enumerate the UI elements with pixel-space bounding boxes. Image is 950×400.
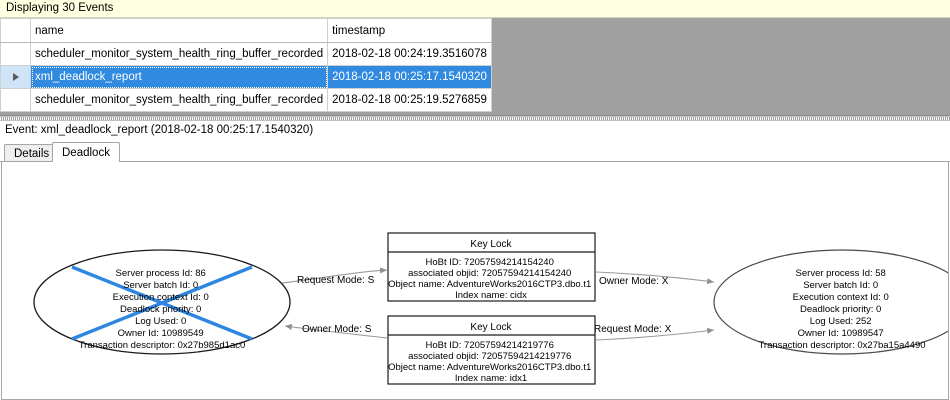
resource-node-bottom[interactable]: Key Lock HoBt ID: 72057594214219776 asso… <box>387 315 596 385</box>
events-grid-panel[interactable]: name timestamp scheduler_monitor_system_… <box>0 18 950 116</box>
top-res-line-0: HoBt ID: 72057594214154240 <box>426 257 554 268</box>
cell-timestamp[interactable]: 2018-02-18 00:24:19.3516078 <box>327 42 492 66</box>
process-node-left-text: Server process Id: 86 Server batch Id: 0… <box>79 268 246 351</box>
grid-header-row: name timestamp <box>0 18 492 43</box>
bottom-res-line-0: HoBt ID: 72057594214219776 <box>426 340 554 351</box>
left-line-1: Server batch Id: 0 <box>123 280 198 291</box>
row-selector-cell[interactable] <box>0 42 31 66</box>
top-res-line-3: Index name: cidx <box>455 290 527 301</box>
process-node-left[interactable]: Server process Id: 86 Server batch Id: 0… <box>33 249 291 355</box>
left-line-0: Server process Id: 86 <box>116 268 206 279</box>
table-row-selected[interactable]: xml_deadlock_report 2018-02-18 00:25:17.… <box>0 65 492 89</box>
cell-timestamp[interactable]: 2018-02-18 00:25:17.1540320 <box>327 65 492 89</box>
edge-top-owner-right: Owner Mode: X <box>595 271 715 287</box>
cell-name[interactable]: xml_deadlock_report <box>29 65 329 89</box>
event-header: Event: xml_deadlock_report (2018-02-18 0… <box>0 122 950 140</box>
process-node-right[interactable]: Server process Id: 58 Server batch Id: 0… <box>713 249 949 355</box>
left-line-6: Transaction descriptor: 0x27b985d1ac0 <box>79 340 246 351</box>
resource-node-top[interactable]: Key Lock HoBt ID: 72057594214154240 asso… <box>387 232 596 302</box>
events-grid[interactable]: name timestamp scheduler_monitor_system_… <box>0 18 492 112</box>
right-line-2: Execution context Id: 0 <box>793 292 889 303</box>
process-node-right-text: Server process Id: 58 Server batch Id: 0… <box>758 268 925 351</box>
edge-label-right-request-bottom: Request Mode: X <box>594 324 672 335</box>
edge-left-request-top: Request Mode: S <box>273 267 388 286</box>
resource-top-header: Key Lock <box>470 239 512 250</box>
resource-top-text: HoBt ID: 72057594214154240 associated ob… <box>388 257 594 301</box>
right-line-3: Deadlock priority: 0 <box>800 304 881 315</box>
edge-right-request-bottom: Request Mode: X <box>594 324 715 341</box>
row-selector-cell[interactable] <box>0 88 31 112</box>
bottom-res-line-2: Object name: AdventureWorks2016CTP3.dbo.… <box>388 362 591 373</box>
displaying-events-label: Displaying 30 Events <box>6 2 114 14</box>
table-row[interactable]: scheduler_monitor_system_health_ring_buf… <box>0 42 492 66</box>
right-line-0: Server process Id: 58 <box>796 268 886 279</box>
right-line-4: Log Used: 252 <box>810 316 872 327</box>
deadlock-graph-svg: Request Mode: S Owner Mode: X Owner Mode… <box>33 232 949 385</box>
current-row-arrow-icon <box>12 72 19 81</box>
horizontal-splitter[interactable] <box>0 116 950 121</box>
tab-strip[interactable]: Details Deadlock <box>0 142 950 162</box>
edge-bottom-owner-left: Owner Mode: S <box>284 323 388 339</box>
right-line-6: Transaction descriptor: 0x27ba15a4490 <box>758 340 925 351</box>
row-selector-cell-current[interactable] <box>0 65 31 89</box>
event-title-label: Event: xml_deadlock_report (2018-02-18 0… <box>5 124 314 136</box>
edge-label-bottom-owner-left: Owner Mode: S <box>302 324 372 335</box>
edge-label-top-owner-right: Owner Mode: X <box>599 276 669 287</box>
cell-name[interactable]: scheduler_monitor_system_health_ring_buf… <box>29 42 329 66</box>
left-line-5: Owner Id: 10989549 <box>118 328 204 339</box>
top-res-line-2: Object name: AdventureWorks2016CTP3.dbo.… <box>388 279 591 290</box>
edge-label-left-request-top: Request Mode: S <box>297 275 375 286</box>
table-row[interactable]: scheduler_monitor_system_health_ring_buf… <box>0 88 492 112</box>
left-line-3: Deadlock priority: 0 <box>120 304 201 315</box>
status-bar: Displaying 30 Events <box>0 0 950 18</box>
left-line-4: Log Used: 0 <box>135 316 186 327</box>
tab-strip-underline <box>0 161 950 162</box>
right-line-5: Owner Id: 10989547 <box>798 328 884 339</box>
left-line-2: Execution context Id: 0 <box>113 292 209 303</box>
tab-deadlock[interactable]: Deadlock <box>52 142 120 162</box>
deadlock-graph-canvas[interactable]: Request Mode: S Owner Mode: X Owner Mode… <box>1 162 949 400</box>
column-header-name[interactable]: name <box>29 18 329 43</box>
cell-timestamp[interactable]: 2018-02-18 00:25:19.5276859 <box>327 88 492 112</box>
resource-bottom-header: Key Lock <box>470 322 512 333</box>
column-header-timestamp[interactable]: timestamp <box>327 18 492 43</box>
cell-name[interactable]: scheduler_monitor_system_health_ring_buf… <box>29 88 329 112</box>
bottom-res-line-1: associated objid: 72057594214219776 <box>408 351 571 362</box>
tab-details[interactable]: Details <box>4 144 60 162</box>
row-selector-header <box>0 18 31 43</box>
resource-bottom-text: HoBt ID: 72057594214219776 associated ob… <box>388 340 594 384</box>
bottom-res-line-3: Index name: idx1 <box>455 373 527 384</box>
top-res-line-1: associated objid: 72057594214154240 <box>408 268 571 279</box>
deadlock-victim-cross-icon <box>71 265 253 341</box>
right-line-1: Server batch Id: 0 <box>803 280 878 291</box>
